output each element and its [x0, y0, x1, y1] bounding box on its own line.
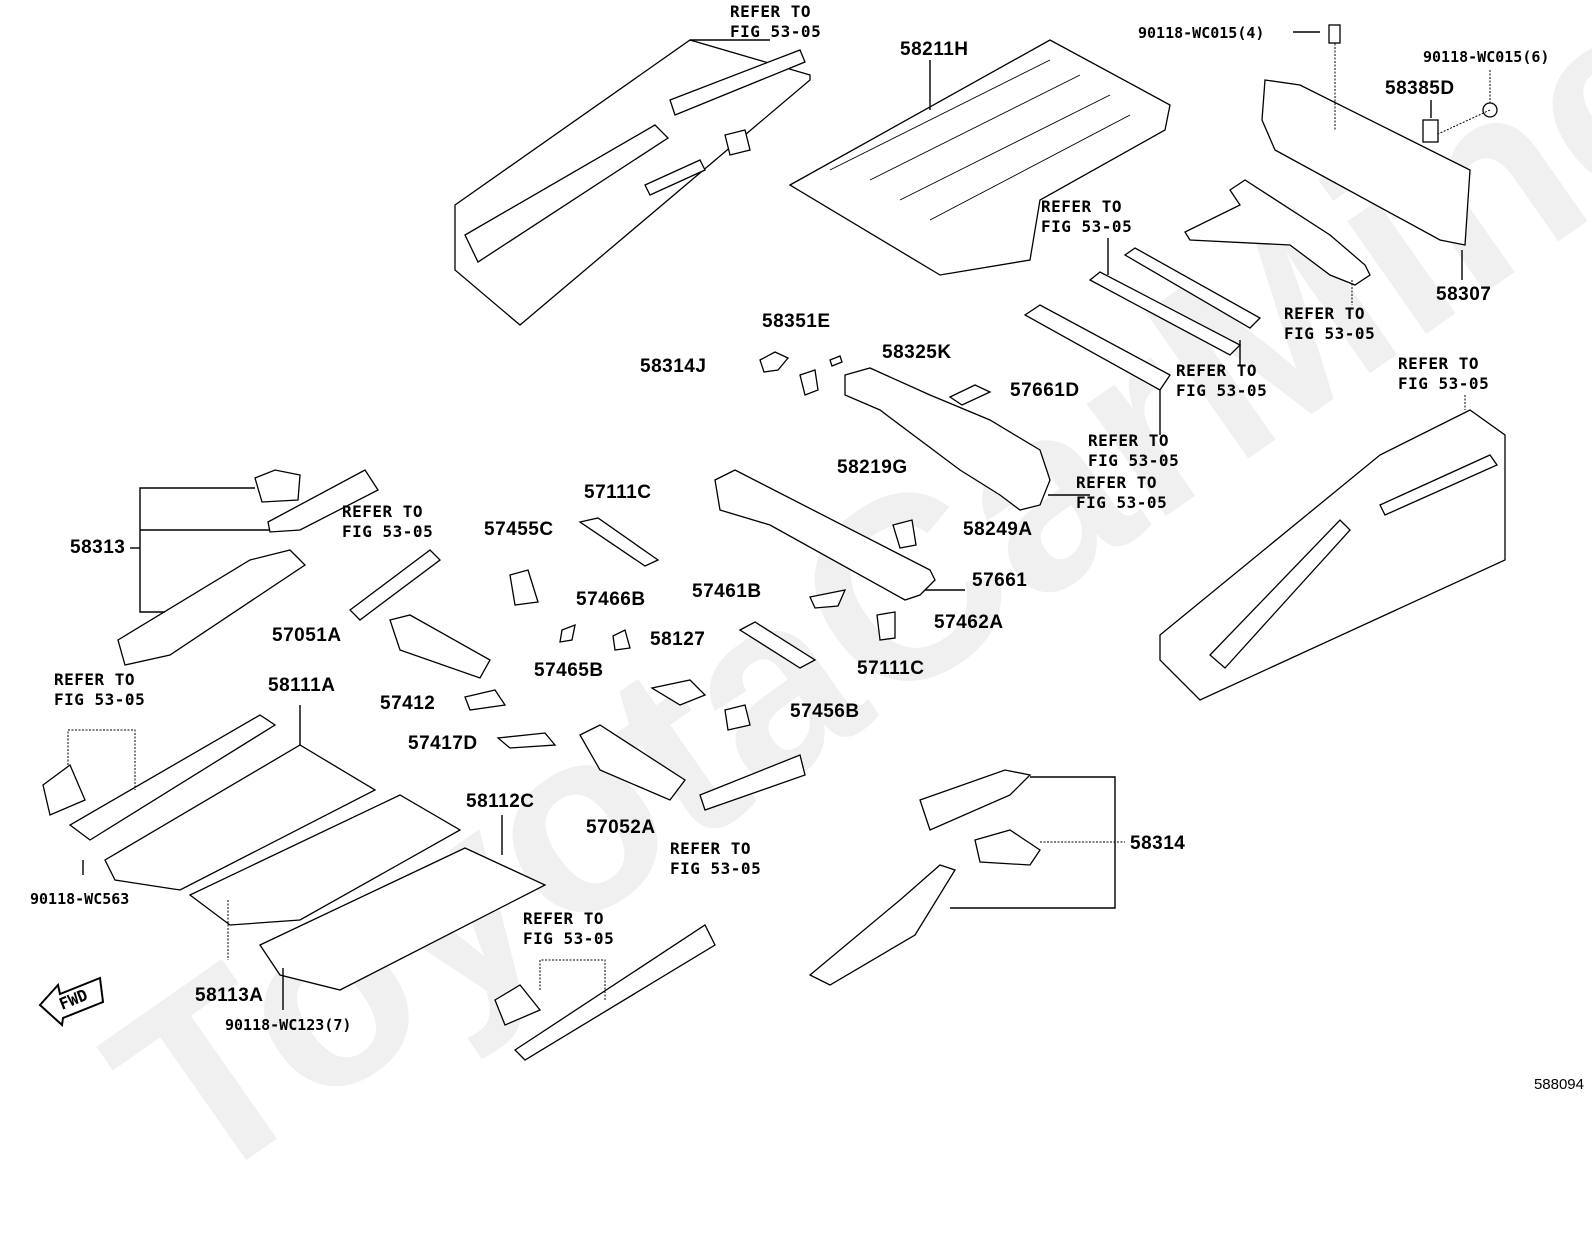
part-58313-members — [117, 469, 379, 666]
part-58111A-front-floor-pan — [42, 705, 377, 891]
label-57661D[interactable]: 57661D — [1010, 380, 1080, 401]
label-57456B[interactable]: 57456B — [790, 701, 860, 722]
figure-number: 588094 — [1533, 1076, 1584, 1093]
part-58112C-58113A-floor — [188, 794, 547, 1010]
label-58313[interactable]: 58313 — [70, 537, 126, 558]
label-57051A[interactable]: 57051A — [272, 625, 342, 646]
label-57412[interactable]: 57412 — [380, 693, 436, 714]
label-90118-WC015-6[interactable]: 90118-WC015(6) — [1423, 48, 1550, 66]
label-58314J[interactable]: 58314J — [640, 356, 707, 377]
label-57462A[interactable]: 57462A — [934, 612, 1004, 633]
refer-fig-label[interactable]: REFER TO FIG 53-05 — [342, 502, 434, 541]
label-57461B[interactable]: 57461B — [692, 581, 762, 602]
label-57661[interactable]: 57661 — [972, 570, 1028, 591]
refer-fig-label[interactable]: REFER TO FIG 53-05 — [1076, 473, 1168, 512]
subassembly-box-right — [1159, 395, 1506, 701]
label-58351E[interactable]: 58351E — [762, 311, 831, 332]
label-58112C[interactable]: 58112C — [466, 791, 535, 812]
label-58113A[interactable]: 58113A — [195, 985, 264, 1006]
part-rear-side-member — [1184, 179, 1371, 305]
refer-fig-label[interactable]: REFER TO FIG 53-05 — [1398, 354, 1490, 393]
subassembly-box-top-left — [454, 39, 811, 326]
diagram-drawing: FWD — [38, 24, 1506, 1061]
label-58249A[interactable]: 58249A — [963, 519, 1033, 540]
fwd-arrow-icon: FWD — [38, 976, 105, 1028]
label-57417D[interactable]: 57417D — [408, 733, 478, 754]
label-58325K[interactable]: 58325K — [882, 342, 952, 363]
refer-fig-label[interactable]: REFER TO FIG 53-05 — [1041, 197, 1133, 236]
label-57465B[interactable]: 57465B — [534, 660, 604, 681]
refer-fig-label[interactable]: REFER TO FIG 53-05 — [1284, 304, 1376, 343]
parts-diagram: ToyotaCarMine — [30, 0, 1592, 1241]
part-rear-crossmembers — [1023, 238, 1262, 435]
label-90118-WC123-7[interactable]: 90118-WC123(7) — [225, 1016, 352, 1034]
label-57466B[interactable]: 57466B — [576, 589, 646, 610]
label-58219G[interactable]: 58219G — [837, 457, 908, 478]
refer-fig-label[interactable]: REFER TO FIG 53-05 — [523, 909, 615, 948]
refer-fig-label[interactable]: REFER TO FIG 53-05 — [730, 2, 822, 41]
part-57661-crossmember — [714, 469, 965, 601]
label-57111C-upper[interactable]: 57111C — [584, 482, 652, 503]
label-58111A[interactable]: 58111A — [268, 675, 336, 696]
refer-fig-label[interactable]: REFER TO FIG 53-05 — [1176, 361, 1268, 400]
part-rocker-panel — [494, 924, 716, 1061]
part-58314-members — [808, 769, 1125, 986]
label-90118-WC563[interactable]: 90118-WC563 — [30, 890, 130, 908]
label-57052A[interactable]: 57052A — [586, 817, 656, 838]
label-57111C-lower[interactable]: 57111C — [857, 658, 925, 679]
label-58314[interactable]: 58314 — [1130, 833, 1186, 854]
refer-fig-label[interactable]: REFER TO FIG 53-05 — [1088, 431, 1180, 470]
refer-fig-label[interactable]: REFER TO FIG 53-05 — [54, 670, 146, 709]
label-58127[interactable]: 58127 — [650, 629, 706, 650]
label-57455C[interactable]: 57455C — [484, 519, 554, 540]
refer-fig-label[interactable]: REFER TO FIG 53-05 — [670, 839, 762, 878]
part-rear-body-panel — [1261, 24, 1498, 280]
label-58211H[interactable]: 58211H — [900, 39, 969, 60]
small-parts — [349, 351, 992, 811]
part-center-tunnel-brace — [844, 367, 1090, 511]
label-90118-WC015-4[interactable]: 90118-WC015(4) — [1138, 24, 1265, 42]
label-58307[interactable]: 58307 — [1436, 284, 1492, 305]
label-58385D[interactable]: 58385D — [1385, 78, 1455, 99]
part-58211H-rear-floor-pan — [788, 39, 1171, 276]
